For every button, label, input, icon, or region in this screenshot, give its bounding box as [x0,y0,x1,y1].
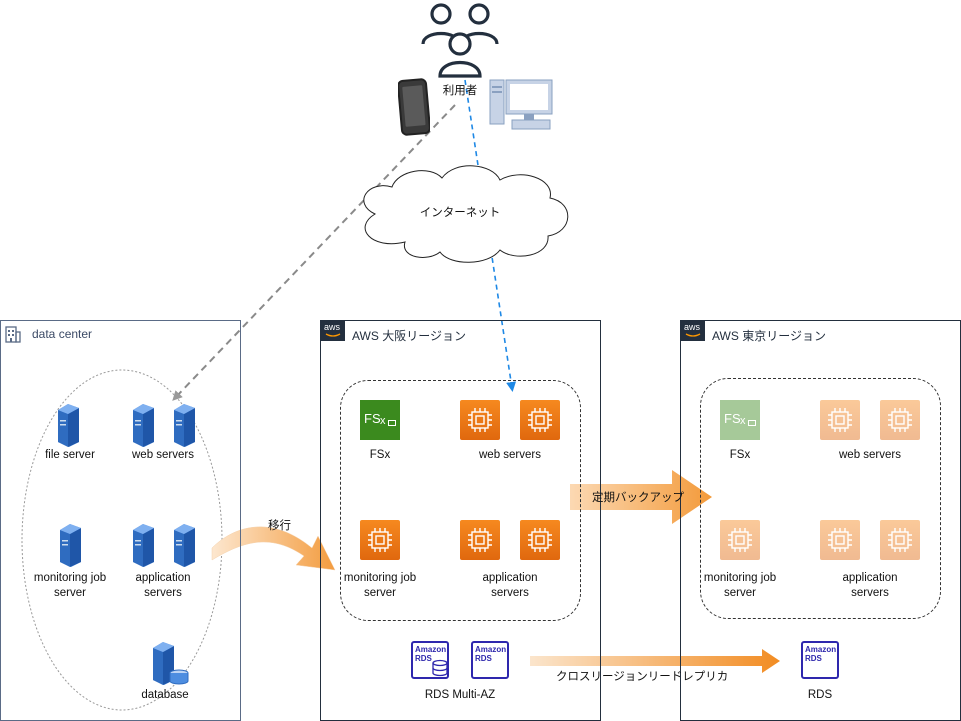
osaka-web-servers-label: web servers [479,449,541,461]
scheduled-backup-label: 定期バックアップ [592,492,684,504]
tokyo-app-ec2-icon-2 [880,520,920,560]
dc-web-server-icon-2 [174,404,195,447]
osaka-app-ec2-icon-2 [520,520,560,560]
osaka-aws-logo-icon: aws [321,321,345,341]
osaka-rds-icon-2-text: Amazon RDS [475,645,507,663]
osaka-rds-label: RDS Multi-AZ [424,689,496,701]
osaka-monitoring-label: monitoring job server [343,572,417,599]
dc-file-server-label: file server [45,449,95,461]
tokyo-aws-badge-text: aws [684,322,701,332]
tokyo-web-ec2-icon-2 [880,400,920,440]
cross-region-replica-label: クロスリージョンリードレプリカ [556,671,729,683]
dc-monitoring-server-icon [60,524,81,567]
osaka-app-ec2-icon-1 [460,520,500,560]
osaka-rds-icon-1: Amazon RDS [411,641,449,679]
tokyo-fsx-label: FSx [729,449,751,461]
dc-web-servers-label: web servers [132,449,194,461]
osaka-aws-badge-text: aws [324,322,341,332]
data-center-box [0,320,241,721]
tokyo-aws-logo-icon: aws [681,321,705,341]
tokyo-rds-icon: Amazon RDS [801,641,839,679]
building-icon [5,326,21,343]
dc-app-server-icon-1 [133,524,154,567]
tokyo-fsx-icon: FS x [720,400,760,440]
tokyo-web-servers-label: web servers [839,449,901,461]
legacy-access-arrow [172,104,456,401]
tokyo-app-servers-label: application servers [842,572,898,599]
replica-arrow [530,649,780,673]
osaka-fsx-icon: FS x [360,400,400,440]
desktop-pc-icon [489,79,553,130]
migration-label: 移行 [268,520,291,532]
backup-arrow [570,470,712,524]
dc-web-server-icon-1 [133,404,154,447]
internet-cloud [363,165,569,263]
dc-monitoring-server-label: monitoring job server [33,572,107,599]
osaka-rds-icon-1-text: Amazon RDS [415,645,447,663]
dc-app-server-icon-2 [174,524,195,567]
dc-app-servers-label: application servers [135,572,191,599]
data-center-title: data center [32,327,93,341]
tokyo-app-ec2-icon-1 [820,520,860,560]
dc-database-icon [153,642,189,685]
osaka-web-ec2-icon-1 [460,400,500,440]
internet-label: インターネット [419,207,501,219]
dc-database-label: database [141,689,189,701]
osaka-server-group [340,380,581,621]
users-label: 利用者 [442,85,478,97]
osaka-region-title: AWS 大阪リージョン [352,329,466,343]
file-server-icon [58,404,79,447]
tokyo-rds-label: RDS [807,689,833,701]
osaka-web-ec2-icon-2 [520,400,560,440]
osaka-app-servers-label: application servers [482,572,538,599]
osaka-monitoring-ec2-icon [360,520,400,560]
osaka-rds-icon-2: Amazon RDS [471,641,509,679]
users-group-icon [421,3,499,78]
osaka-fsx-label: FSx [369,449,391,461]
tokyo-rds-icon-text: Amazon RDS [805,645,837,663]
tokyo-region-title: AWS 東京リージョン [712,329,826,343]
tokyo-server-group [700,378,941,619]
tokyo-monitoring-label: monitoring job server [703,572,777,599]
tokyo-web-ec2-icon-1 [820,400,860,440]
smartphone-icon [398,78,430,136]
tokyo-monitoring-ec2-icon [720,520,760,560]
